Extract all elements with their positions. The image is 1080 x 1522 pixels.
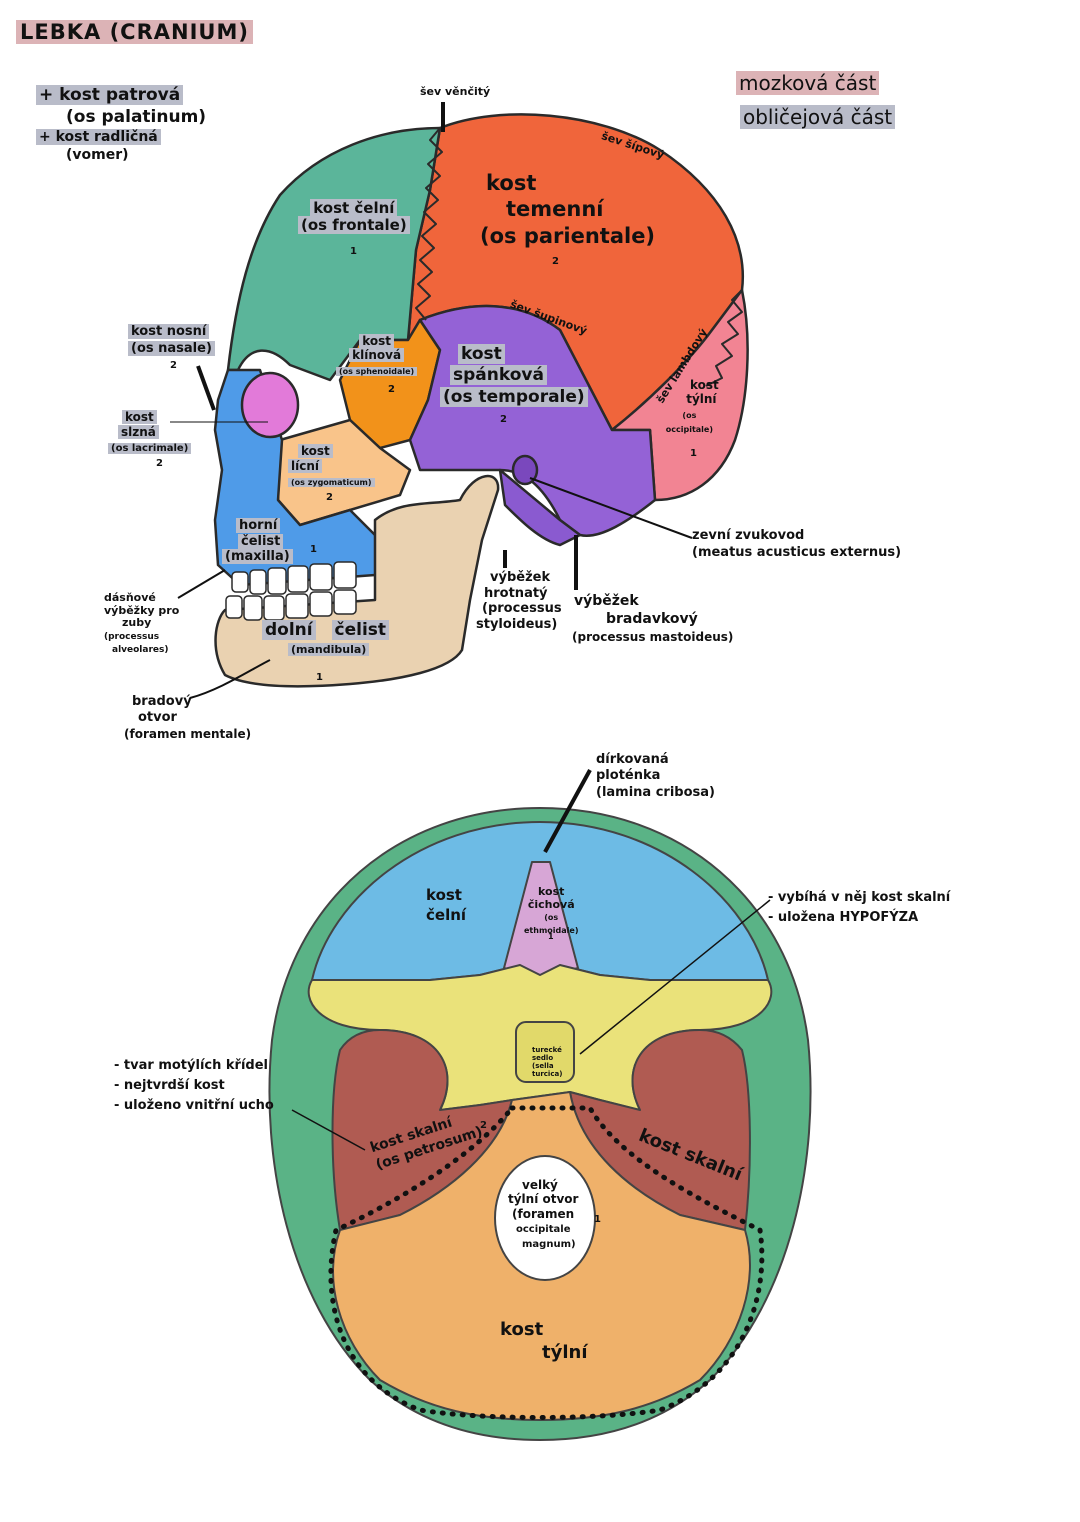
nasal-bone-number: 2 xyxy=(170,360,177,371)
extra-bone-vomer-latin: (vomer) xyxy=(66,147,129,164)
teeth-shape xyxy=(225,561,357,621)
mental-foramen-label: bradový otvor (foramen mentale) xyxy=(124,694,252,741)
lacrimal-bone-label: kost slzná (os lacrimale) xyxy=(108,410,192,456)
page-title: LEBKA (CRANIUM) xyxy=(16,20,253,45)
legend-face-part: obličejová část xyxy=(740,105,896,129)
suture-coronal-label: šev věnčitý xyxy=(420,85,491,98)
sella-turcica-label: turecké sedlo (sella turcica) xyxy=(532,1046,563,1079)
foramen-magnum-label: velký týlní otvor (foramen occipitale ma… xyxy=(508,1178,579,1251)
occipital-bone-label: kost týlní (os occipitale) xyxy=(665,378,719,435)
frontal-bone-shape xyxy=(226,126,442,382)
base-frontal-label: kost čelní xyxy=(426,886,467,924)
sella-turcica-shape xyxy=(515,1021,575,1083)
sphenoid-bone-label: kost klínová (os sphenoidale) xyxy=(336,334,418,377)
parietal-bone-number: 2 xyxy=(552,256,559,267)
mandible-bone-number: 1 xyxy=(316,672,323,683)
external-meatus-label: zevní zvukovod (meatus acusticus externu… xyxy=(692,528,902,560)
occipital-bone-shape xyxy=(610,288,749,502)
base-pointer-lines xyxy=(291,769,771,1151)
alveolar-process-label: dásňové výběžky pro zuby (processus alve… xyxy=(104,591,180,655)
sella-note-1: - vybíhá v něj kost skalní xyxy=(768,890,951,905)
foramen-magnum-number: 1 xyxy=(594,1214,601,1225)
zygomatic-bone-label: kost lícní (os zygomaticum) xyxy=(288,444,375,489)
temporal-bone-label: kost spánková (os temporale) xyxy=(440,344,588,408)
lacrimal-bone-number: 2 xyxy=(156,458,163,469)
parietal-bone-label: kost temenní (os parientale) xyxy=(480,171,656,248)
base-dotted-outline xyxy=(328,1105,765,1420)
extra-bones-list: + kost patrová (os palatinum) + kost rad… xyxy=(36,84,206,165)
maxilla-bone-number: 1 xyxy=(310,544,317,555)
mastoid-process-label: výběžek bradavkový (processus mastoideus… xyxy=(572,593,734,645)
extra-bone-palatine-latin: (os palatinum) xyxy=(66,107,207,128)
base-ethmoid-number: 1 xyxy=(548,932,554,941)
styloid-process-label: výběžek hrotnatý (processus styloideus) xyxy=(476,570,562,632)
petrous-note-3: - uloženo vnitřní ucho xyxy=(114,1098,274,1114)
maxilla-bone-label: horní čelist (maxilla) xyxy=(222,518,293,565)
cribriform-plate-label: dírkovaná ploténka (lamina cribosa) xyxy=(596,752,715,800)
nasal-bone-label: kost nosní (os nasale) xyxy=(128,324,215,358)
sella-notes: - vybíhá v něj kost skalní - uložena HYP… xyxy=(768,888,950,928)
ear-canal-shape xyxy=(511,454,539,486)
petrous-note-2: - nejtvrdší kost xyxy=(114,1078,225,1094)
legend-brain-part: mozková část xyxy=(736,71,880,95)
occipital-bone-number: 1 xyxy=(690,448,697,459)
extra-bone-vomer-name: + kost radličná xyxy=(36,128,206,146)
skull-base-drawing xyxy=(268,807,812,1441)
frontal-bone-number: 1 xyxy=(350,246,357,257)
foramen-magnum-shape xyxy=(494,1155,596,1281)
mandible-bone-label: dolní čelist (mandibula) xyxy=(262,620,390,658)
petrous-left-number: 2 xyxy=(480,1120,487,1131)
base-occipital-label: kost týlní xyxy=(500,1319,588,1364)
extra-bone-palatine-name: + kost patrová xyxy=(36,84,206,106)
sphenoid-bone-number: 2 xyxy=(388,384,395,395)
zygomatic-bone-number: 2 xyxy=(326,492,333,503)
petrous-notes: - tvar motýlích křídel - nejtvrdší kost … xyxy=(114,1056,274,1116)
lateral-pointer-lines xyxy=(170,102,693,699)
temporal-bone-number: 2 xyxy=(500,414,507,425)
orbit-shape xyxy=(240,371,300,439)
petrous-note-1: - tvar motýlích křídel xyxy=(114,1058,268,1073)
base-ethmoid-label: kost čichová (os ethmoidale) xyxy=(524,885,579,935)
sella-note-2: - uložena HYPOFÝZA xyxy=(768,910,919,926)
frontal-bone-label: kost čelní (os frontale) xyxy=(298,199,410,235)
mastoid-region-shape xyxy=(498,468,582,547)
